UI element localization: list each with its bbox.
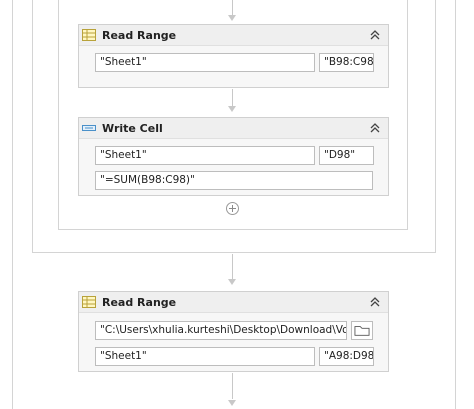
range-input[interactable]: "B98:C98" [319, 53, 374, 72]
excel-read-range-icon [82, 29, 96, 41]
connector-arrow [228, 15, 236, 21]
connector-line [232, 89, 233, 107]
add-activity-icon[interactable] [226, 202, 239, 215]
connector-arrow [228, 106, 236, 112]
excel-read-range-icon [82, 296, 96, 308]
sheet-name-input[interactable]: "Sheet1" [95, 347, 315, 366]
write-cell-activity[interactable]: Write Cell "Sheet1" "D98" "=SUM(B98:C98)… [78, 117, 389, 196]
activity-title: Read Range [102, 296, 177, 309]
read-range-activity[interactable]: Read Range "C:\Users\xhulia.kurteshi\Des… [78, 291, 389, 372]
connector-arrow [228, 279, 236, 285]
connector-line [232, 254, 233, 280]
activity-title: Write Cell [102, 122, 163, 135]
connector-line [232, 0, 233, 16]
sheet-name-input[interactable]: "Sheet1" [95, 53, 315, 72]
activity-header[interactable]: Read Range [79, 25, 388, 46]
read-range-activity[interactable]: Read Range "Sheet1" "B98:C98" [78, 24, 389, 88]
browse-folder-button[interactable] [351, 321, 373, 340]
activity-header[interactable]: Read Range [79, 292, 388, 313]
collapse-icon[interactable] [368, 28, 382, 42]
excel-write-cell-icon [82, 125, 96, 131]
workbook-path-input[interactable]: "C:\Users\xhulia.kurteshi\Desktop\Downlo… [95, 321, 347, 340]
collapse-icon[interactable] [368, 121, 382, 135]
connector-line [232, 373, 233, 399]
folder-icon [354, 326, 370, 336]
value-input[interactable]: "=SUM(B98:C98)" [95, 171, 373, 190]
cell-input[interactable]: "D98" [319, 146, 374, 165]
activity-header[interactable]: Write Cell [79, 118, 388, 139]
range-input[interactable]: "A98:D98" [319, 347, 374, 366]
activity-title: Read Range [102, 29, 177, 42]
sheet-name-input[interactable]: "Sheet1" [95, 146, 315, 165]
collapse-icon[interactable] [368, 295, 382, 309]
connector-arrow [228, 400, 236, 406]
